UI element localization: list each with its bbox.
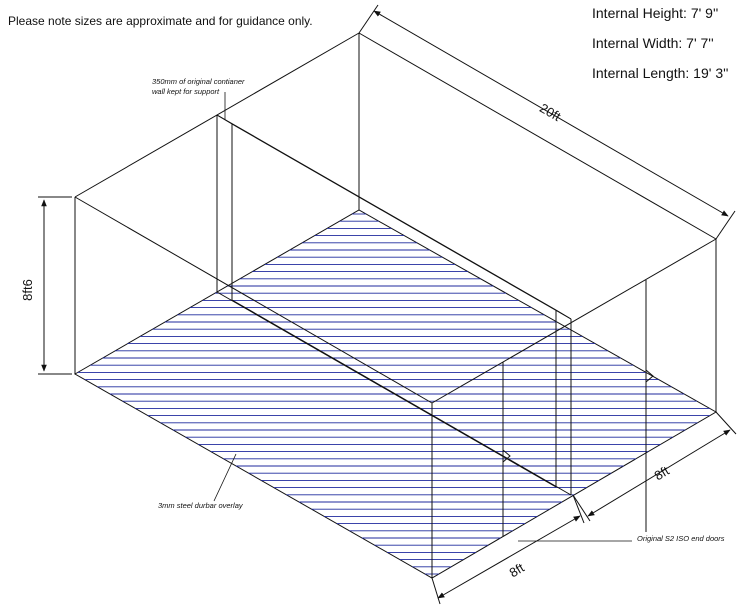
length-dimension [358,4,736,240]
durbar-stripes [77,213,710,575]
width-dimension-front [431,494,585,605]
retained-wall-note-line1: 350mm of original contianer [152,77,245,86]
width-dimension-right [572,411,737,522]
width-dimension-right-label: 8ft [652,463,672,484]
retained-wall-section [216,114,572,496]
height-dimension-label: 8ft6 [20,279,35,301]
floor-leader [213,453,237,502]
length-dimension-label: 20ft [537,100,564,124]
height-dimension [38,196,72,375]
disclaimer-note: Please note sizes are approximate and fo… [8,14,313,28]
width-dimension-front-label: 8ft [507,560,527,581]
floor-note: 3mm steel durbar overlay [158,501,244,510]
retained-wall-note-line2: wall kept for support [152,87,220,96]
doors-note: Original S2 ISO end doors [637,534,725,543]
